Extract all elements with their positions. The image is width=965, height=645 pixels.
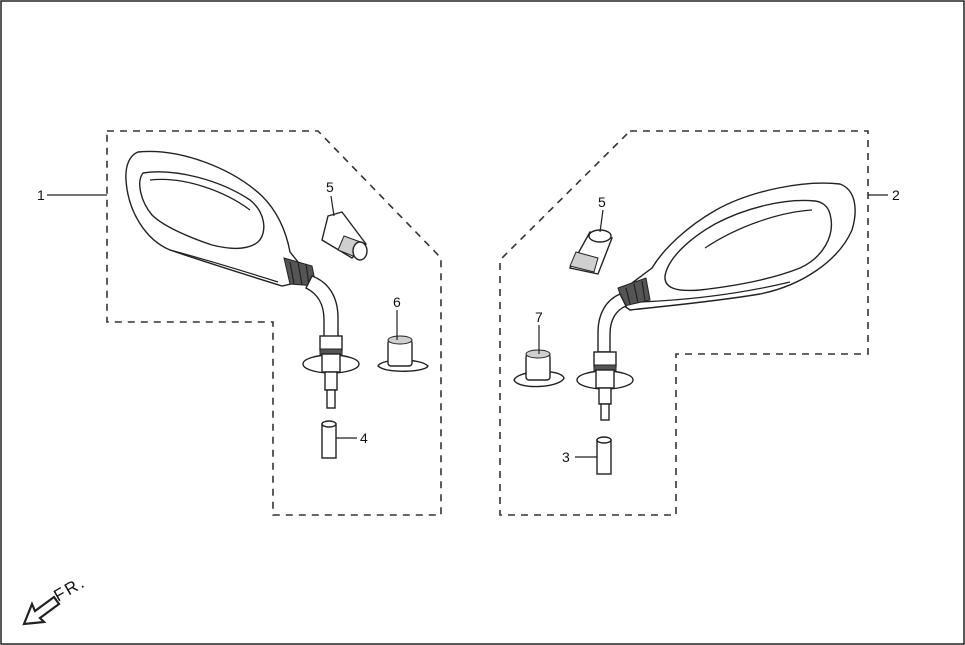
left-group-outline: [106, 130, 442, 516]
right-glass-reflection-line: [704, 209, 813, 249]
left-mount-shaft: [324, 371, 338, 391]
front-direction-indicator: FR.: [22, 572, 89, 626]
right-mirror-assembly: [576, 182, 856, 421]
right-mirror-glass: [664, 199, 832, 292]
right-stem-collar: [593, 351, 617, 367]
left-glass-reflection-line: [149, 178, 251, 211]
right-group-outline: [499, 130, 869, 516]
right-nut: [596, 436, 612, 475]
callout-1: 1: [37, 187, 45, 203]
callout-2: 2: [892, 187, 900, 203]
right-mirror-stem: [597, 293, 627, 353]
right-grommet-top: [525, 349, 551, 359]
right-housing-rib: [639, 281, 791, 303]
left-housing-rib: [169, 249, 279, 283]
right-nut-body: [596, 439, 612, 475]
left-mount-bolt: [326, 389, 336, 409]
right-neck-rib-b: [633, 283, 639, 304]
right-grommet: [513, 349, 565, 388]
right-neck-rib-c: [641, 280, 646, 302]
left-nut: [321, 420, 337, 459]
callout-5-left: 5: [326, 179, 334, 195]
left-grommet-top: [387, 335, 413, 345]
left-mirror-assembly: [125, 150, 360, 409]
callout-5-right: 5: [598, 194, 606, 210]
left-grommet: [377, 335, 429, 372]
left-neck-rib-a: [289, 261, 295, 285]
right-rubber-cap: [568, 229, 613, 275]
left-mirror-glass: [139, 171, 265, 250]
left-stem-collar: [319, 335, 343, 351]
left-mirror-stem: [305, 275, 339, 339]
right-cap-ribs: [569, 251, 599, 273]
left-neck-rib-b: [297, 261, 303, 286]
front-arrow-icon: [22, 595, 61, 626]
callout-4: 4: [360, 430, 368, 446]
left-mount-hub: [321, 353, 341, 373]
callout-6: 6: [393, 294, 401, 310]
left-cap-end: [352, 241, 368, 261]
left-nut-body: [321, 423, 337, 459]
right-mount-hub: [595, 369, 615, 389]
leader-5-left: [330, 195, 335, 217]
right-nut-top: [596, 436, 612, 444]
callout-3: 3: [562, 449, 570, 465]
callout-7: 7: [535, 309, 543, 325]
leader-5-right: [599, 209, 604, 233]
right-mount-shaft: [598, 387, 612, 405]
left-rubber-cap: [321, 211, 368, 261]
right-mount-bolt: [600, 403, 610, 421]
left-nut-top: [321, 420, 337, 428]
front-direction-label: FR.: [51, 572, 89, 605]
right-neck-rib-a: [625, 287, 631, 305]
